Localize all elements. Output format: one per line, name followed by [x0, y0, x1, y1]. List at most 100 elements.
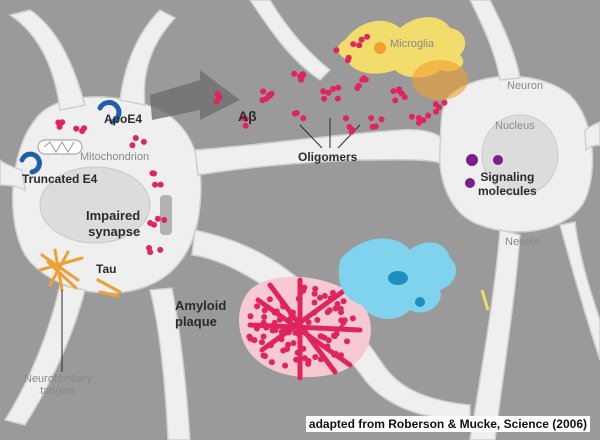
label-impaired-line2: synapse	[88, 224, 141, 239]
abeta-dot	[260, 88, 267, 95]
credit-caption: adapted from Roberson & Mucke, Science (…	[305, 416, 590, 432]
plaque-dot	[344, 338, 350, 345]
abeta-dot	[432, 101, 439, 108]
plaque-dot	[341, 317, 348, 324]
plaque-dot	[324, 343, 331, 350]
plaque-dot	[305, 319, 312, 326]
abeta-dot	[263, 95, 270, 102]
plaque-dot	[271, 319, 278, 326]
abeta-dot	[291, 110, 298, 117]
label-apoe4: ApoE4	[104, 112, 143, 126]
plaque-dot	[284, 346, 290, 352]
abeta-dot	[213, 98, 220, 105]
plaque-dot	[294, 349, 301, 356]
plaque-dot	[278, 328, 285, 335]
mitochondrion-icon	[37, 139, 83, 155]
plaque-dot	[283, 325, 290, 332]
abeta-dot	[354, 85, 361, 91]
label-nft-line1: Neurofibrillary	[24, 373, 92, 385]
neurite-top-mid	[249, 0, 332, 81]
abeta-dot	[415, 114, 422, 121]
plaque-dot	[349, 315, 356, 322]
plaque-dot	[268, 359, 275, 366]
plaque-dot	[300, 345, 307, 352]
label-amyloid-plaque: Amyloid plaque	[175, 298, 226, 330]
label-abeta: Aβ	[238, 108, 257, 124]
abeta-dot	[242, 115, 249, 122]
neurite-streak	[480, 289, 490, 311]
plaque-dot	[261, 307, 268, 314]
plaque-dot	[292, 329, 299, 336]
abeta-dot	[343, 115, 349, 122]
abeta-dot	[335, 84, 342, 91]
abeta-dot	[325, 89, 332, 96]
label-tau: Tau	[96, 262, 117, 276]
abeta-dot	[157, 246, 164, 253]
plaque-dot	[247, 313, 254, 320]
left-dendrite-top-right	[119, 9, 177, 106]
abeta-dot	[364, 33, 371, 40]
left-dendrite-left	[0, 158, 26, 192]
label-microglia: Microglia	[390, 38, 435, 50]
plaque-dot	[312, 354, 319, 360]
label-nucleus: Nucleus	[495, 120, 535, 132]
abeta-dot	[157, 181, 164, 188]
abeta-dot	[146, 245, 152, 251]
plaque-dot	[340, 298, 347, 305]
plaque-dot	[317, 333, 324, 340]
abeta-dot	[129, 142, 136, 149]
abeta-dot	[300, 72, 307, 79]
plaque-dot	[287, 322, 294, 329]
plaque-dot	[317, 294, 323, 301]
plaque-dot	[331, 332, 337, 339]
abeta-dot	[132, 135, 139, 141]
plaque-dot	[263, 324, 270, 331]
label-oligomers: Oligomers	[298, 150, 358, 164]
plaque-dot	[276, 316, 283, 323]
abeta-dot	[147, 220, 154, 226]
label-mitochondrion: Mitochondrion	[80, 151, 150, 163]
plaque-dot	[311, 290, 318, 297]
plaque-dot	[331, 351, 338, 358]
abeta-dot	[291, 70, 298, 77]
abeta-dot	[320, 88, 327, 95]
plaque-dot	[290, 340, 297, 347]
abeta-dot	[346, 124, 353, 130]
plaque-dot	[280, 303, 287, 310]
plaque-dot	[314, 317, 321, 323]
abeta-dot	[358, 36, 365, 43]
plaque-dot	[251, 337, 258, 344]
abeta-dot	[140, 138, 147, 145]
abeta-dot	[350, 41, 357, 48]
plaque-dot	[338, 325, 345, 331]
plaque-dot	[338, 309, 344, 316]
abeta-dot	[408, 113, 415, 120]
abeta-dot	[368, 115, 375, 121]
abeta-dot	[79, 128, 86, 134]
label-signaling-line1: Signaling	[480, 170, 535, 184]
plaque-dot	[321, 292, 328, 299]
abeta-dot	[298, 76, 305, 83]
abeta-dot	[321, 95, 328, 102]
plaque-dot	[312, 285, 319, 292]
label-nft-line2: tangles	[40, 385, 76, 397]
plaque-dot	[325, 337, 332, 344]
plaque-dot	[301, 327, 308, 333]
plaque-dot	[311, 299, 318, 306]
abeta-dot	[415, 119, 422, 126]
label-neurofibrillary-tangles: Neurofibrillary tangles	[24, 373, 92, 397]
abeta-dot	[392, 97, 399, 104]
abeta-dot	[242, 122, 249, 129]
neurite-bottom-left	[149, 287, 191, 440]
plaque-dot	[278, 336, 285, 343]
abeta-dot	[432, 108, 439, 115]
abeta-dot	[369, 123, 376, 130]
plaque-dot	[296, 325, 303, 332]
abeta-dot	[359, 76, 366, 83]
plaque-dot	[287, 316, 294, 322]
apoe4-icon	[19, 100, 122, 175]
oligomer-pointers	[299, 118, 361, 149]
label-neuron: Neuron	[507, 80, 544, 92]
plaque-dot	[301, 284, 308, 291]
